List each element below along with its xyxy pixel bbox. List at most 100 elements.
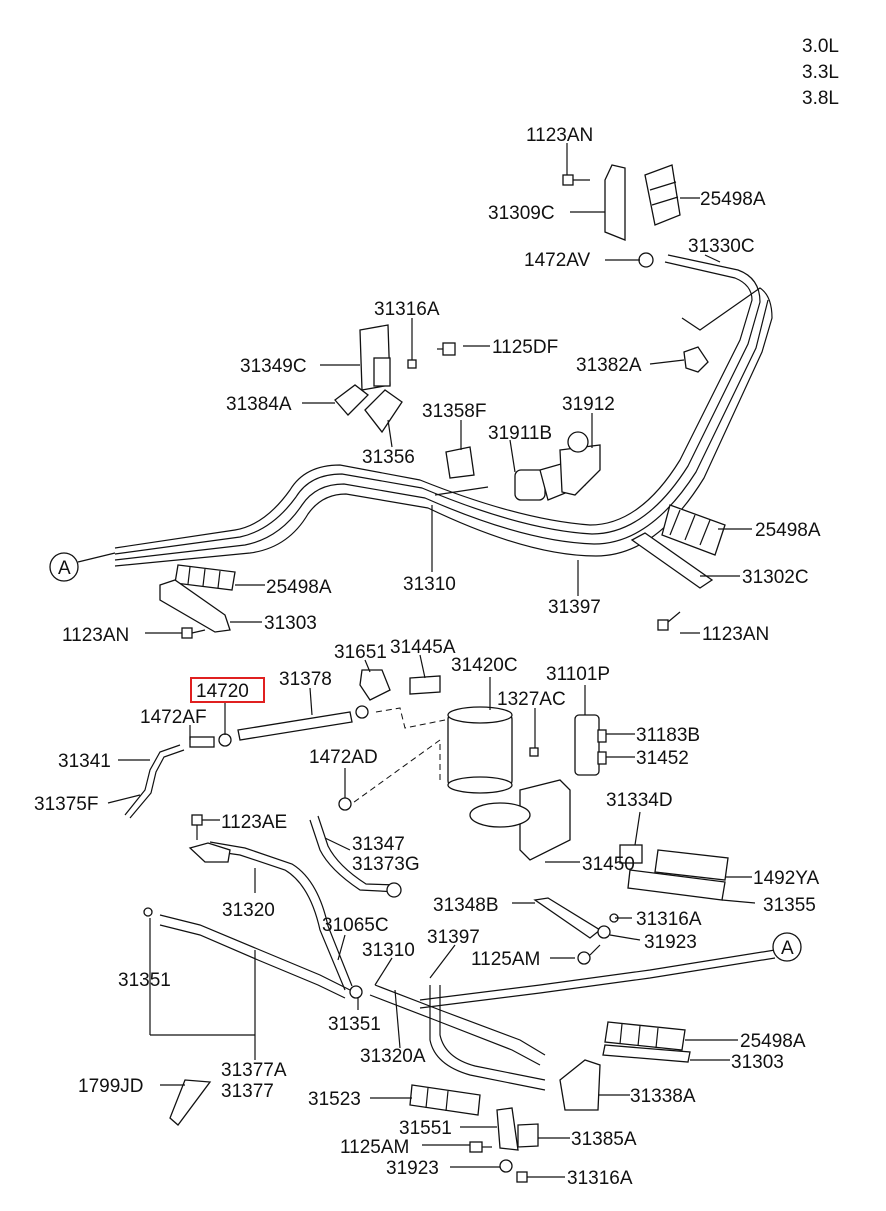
- callout-31338a: 31338A: [630, 1086, 696, 1107]
- callout-1123an-right: 1123AN: [702, 624, 769, 645]
- highlight-box-14720: [190, 677, 265, 703]
- bracket-31348b: [533, 897, 602, 939]
- strap-icon: [469, 802, 531, 828]
- callout-31065c: 31065C: [322, 915, 389, 936]
- callout-31316a-top: 31316A: [374, 299, 440, 320]
- engine-variant-1: 3.0L: [802, 36, 839, 57]
- callout-31373g: 31373G: [352, 854, 420, 875]
- bracket-31338a: [559, 1059, 601, 1111]
- engine-variant-2: 3.3L: [802, 62, 839, 83]
- clip-31358f: [445, 446, 475, 479]
- callout-1125df: 1125DF: [492, 337, 558, 358]
- bolt-icon-1123an-right: [657, 611, 681, 631]
- engine-variants: 3.0L 3.3L 3.8L: [802, 36, 839, 109]
- bracket-31302c: [630, 532, 714, 589]
- callout-1472av: 1472AV: [524, 250, 591, 271]
- callout-1125am-mid: 1125AM: [471, 949, 540, 970]
- washer-31923-mid: [597, 925, 611, 939]
- ref-marker-label-low: A: [781, 938, 794, 959]
- hose-31445a: [409, 675, 441, 695]
- connector-1472af: [189, 736, 215, 748]
- bracket-31309c: [604, 164, 626, 241]
- callout-31358f: 31358F: [422, 401, 486, 422]
- ref-marker-a-top: A: [49, 552, 116, 582]
- callout-25498a-top: 25498A: [700, 189, 766, 210]
- callout-31316a-low: 31316A: [567, 1168, 633, 1189]
- hose-31378: [237, 711, 353, 741]
- callout-31377: 31377: [221, 1081, 274, 1102]
- callout-31450: 31450: [582, 854, 635, 875]
- lower-fuel-line-assembly: [159, 815, 776, 1091]
- clip-31385a: [517, 1123, 539, 1148]
- callout-31355: 31355: [763, 895, 816, 916]
- callout-31923-low: 31923: [386, 1158, 439, 1179]
- clip-31523: [409, 1084, 481, 1116]
- engine-variant-3: 3.8L: [802, 88, 839, 109]
- callout-31384a: 31384A: [226, 394, 292, 415]
- main-fuel-line-assembly: [114, 254, 773, 567]
- callout-25498a-right: 25498A: [755, 520, 821, 541]
- callout-31348b: 31348B: [433, 895, 499, 916]
- callout-31303-low: 31303: [731, 1052, 784, 1073]
- washer-31923-low: [499, 1159, 513, 1173]
- callout-31341: 31341: [58, 751, 111, 772]
- callout-31330c: 31330C: [688, 236, 755, 257]
- clip-25498a-top: [644, 164, 681, 226]
- clamp-14720: [218, 733, 232, 747]
- callout-31523: 31523: [308, 1089, 361, 1110]
- callout-31310-low: 31310: [362, 940, 415, 961]
- callout-31309c: 31309C: [488, 203, 555, 224]
- ref-marker-label: A: [58, 558, 71, 579]
- clamp-icon: [355, 705, 369, 719]
- fitting-31651: [359, 669, 391, 701]
- bolt-icon-1125df: [437, 342, 456, 356]
- callout-1123an-left: 1123AN: [62, 625, 129, 646]
- clamp-icon-31348b: [386, 882, 402, 898]
- callout-1472ad: 1472AD: [309, 747, 378, 768]
- ref-marker-a-low: A: [772, 932, 802, 962]
- callout-31310-top: 31310: [403, 574, 456, 595]
- callout-1125am-low: 1125AM: [340, 1137, 409, 1158]
- clip-25498a-right: [661, 504, 726, 556]
- tube-31341: [124, 744, 181, 816]
- ref-marker-circle: [49, 552, 79, 582]
- clip-group-31334d: [619, 844, 729, 901]
- clip-31351-left: [143, 907, 153, 917]
- callout-1123an-top: 1123AN: [526, 125, 593, 146]
- clip-31382a: [683, 346, 709, 373]
- clip-31351-low: [349, 985, 363, 999]
- clip-25498a-left: [174, 564, 236, 591]
- callout-1472af: 1472AF: [140, 707, 207, 728]
- bracket-31320-mount: [188, 842, 231, 863]
- nut-1327ac: [529, 747, 539, 757]
- callout-31183b: 31183B: [636, 725, 700, 746]
- callout-1492ya: 1492YA: [753, 868, 820, 889]
- bolt-icon-1125am-mid: [577, 944, 601, 965]
- bracket-31101p: [574, 714, 607, 776]
- callout-31551: 31551: [399, 1118, 452, 1139]
- callout-25498a-left: 25498A: [266, 577, 332, 598]
- callout-25498a-low: 25498A: [740, 1031, 806, 1052]
- fuel-filter-31911b: [514, 431, 601, 501]
- callout-31101p: 31101P: [546, 664, 610, 685]
- callout-1327ac: 1327AC: [497, 689, 566, 710]
- canister-31420c: [447, 706, 513, 794]
- nut-31316a-low: [516, 1171, 528, 1183]
- callout-31349c: 31349C: [240, 356, 307, 377]
- bolt-icon-1123an-left: [181, 627, 206, 639]
- bolt-icon-1123ae: [191, 814, 203, 840]
- callout-31320: 31320: [222, 900, 275, 921]
- callout-31651: 31651: [334, 642, 387, 663]
- leader-lines: [107, 143, 756, 1178]
- callout-31420c: 31420C: [451, 655, 518, 676]
- bolt-icon-1125am-low: [469, 1141, 492, 1153]
- callout-31397-low: 31397: [427, 927, 480, 948]
- callout-31923-mid: 31923: [644, 932, 697, 953]
- bracket-31450: [519, 779, 571, 861]
- callout-31445a: 31445A: [390, 637, 456, 658]
- callout-31375f: 31375F: [34, 794, 98, 815]
- callout-31320a: 31320A: [360, 1046, 426, 1067]
- callout-31303-left: 31303: [264, 613, 317, 634]
- callout-31452: 31452: [636, 748, 689, 769]
